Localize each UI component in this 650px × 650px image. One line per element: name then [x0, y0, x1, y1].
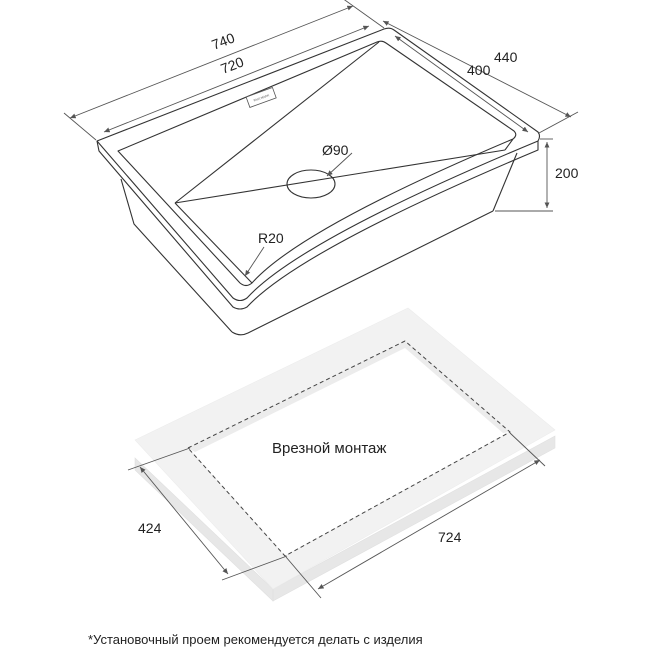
sink-dimensions: [63, 0, 579, 277]
label-inner-width: 720: [218, 53, 246, 76]
sink-bowl-back-bottom: [174, 149, 506, 204]
dim-line-724: [317, 459, 541, 590]
ext-line-740-right: [344, 0, 385, 29]
label-height: 200: [555, 165, 579, 181]
sink-body-side-right: [492, 152, 518, 212]
ext-line-724-left: [285, 556, 322, 599]
label-drain: Ø90: [322, 142, 349, 158]
ext-line-740-left: [63, 112, 97, 141]
label-radius: R20: [258, 230, 284, 246]
dim-line-740: [69, 5, 354, 119]
sink-rim-thickness: [96, 140, 539, 310]
cutout-dimensions: [127, 432, 546, 599]
sink-body-side-left: [120, 178, 233, 333]
sink-bowl-front-edge: [174, 202, 253, 284]
countertop-side-right: [272, 435, 556, 602]
ext-line-424-top: [127, 447, 191, 471]
label-outer-width: 740: [209, 29, 237, 52]
opening-wall-left: [188, 341, 405, 452]
label-inner-depth: 400: [467, 62, 491, 78]
sink-body-front: [231, 210, 494, 336]
leader-drain: [326, 152, 353, 177]
drain-hole: [286, 169, 336, 199]
sink-rim-inner: [117, 40, 517, 287]
label-cutout-width: 724: [438, 529, 462, 545]
label-cutout-depth: 424: [138, 520, 162, 536]
ext-line-424-bottom: [221, 555, 288, 581]
label-outer-depth: 440: [494, 49, 518, 65]
dim-line-720: [103, 25, 370, 133]
cut-line: [187, 340, 511, 557]
leader-radius: [244, 246, 265, 277]
sink-bowl-right-edge: [504, 138, 514, 151]
cutout-label: Врезной монтаж: [272, 440, 386, 457]
footnote: *Установочный проем рекомендуется делать…: [88, 632, 423, 647]
ext-line-440-right: [538, 111, 579, 134]
sink-bowl-back-left: [174, 41, 380, 204]
cutout-labels: Врезной монтаж 424 724: [138, 440, 462, 545]
dim-line-400: [394, 35, 529, 133]
dim-line-424: [139, 466, 229, 575]
sink-dim-labels: 740 720 440 400 200 Ø90 R20: [209, 29, 578, 246]
